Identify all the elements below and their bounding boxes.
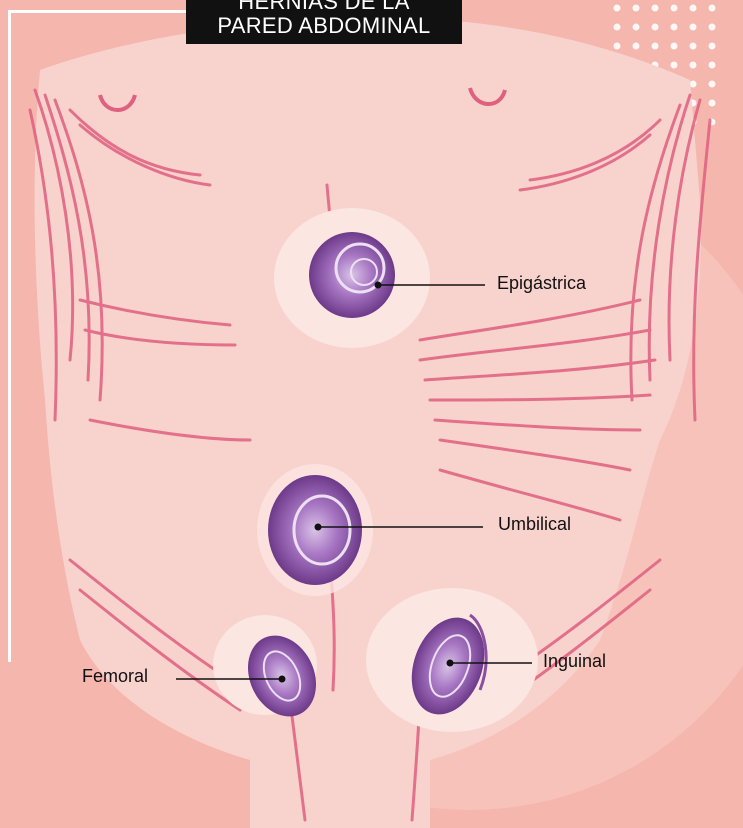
- decor-dot: [652, 43, 659, 50]
- decor-dot: [633, 24, 640, 31]
- decor-dot: [690, 43, 697, 50]
- hernia-epigastrica: [309, 232, 395, 318]
- decor-dot: [671, 43, 678, 50]
- decor-dot: [671, 24, 678, 31]
- decor-dot: [652, 24, 659, 31]
- decor-dot: [709, 100, 716, 107]
- decor-dot: [633, 43, 640, 50]
- decor-dot: [690, 5, 697, 12]
- decor-dot: [709, 43, 716, 50]
- decor-dot: [690, 24, 697, 31]
- decor-dot: [709, 62, 716, 69]
- decor-dot: [671, 62, 678, 69]
- hernia-umbilical: [268, 475, 362, 585]
- decor-dot: [671, 5, 678, 12]
- decor-dot: [633, 5, 640, 12]
- marker-epigastrica: [375, 282, 382, 289]
- decor-dot: [709, 81, 716, 88]
- decor-dot: [709, 5, 716, 12]
- decor-dot: [709, 24, 716, 31]
- marker-umbilical: [315, 524, 322, 531]
- decor-dot: [614, 43, 621, 50]
- decor-dot: [614, 5, 621, 12]
- label-epigastrica: Epigástrica: [497, 273, 586, 294]
- decor-dot: [690, 62, 697, 69]
- title-box: HERNIAS DE LA PARED ABDOMINAL: [186, 0, 462, 44]
- title-line-1: HERNIAS DE LA: [186, 0, 462, 14]
- marker-inguinal: [447, 660, 454, 667]
- decor-dot: [652, 5, 659, 12]
- decor-dot: [614, 24, 621, 31]
- marker-femoral: [279, 676, 286, 683]
- label-femoral: Femoral: [82, 666, 148, 687]
- title-line-2: PARED ABDOMINAL: [186, 14, 462, 38]
- decor-dot: [690, 81, 697, 88]
- label-inguinal: Inguinal: [543, 651, 606, 672]
- frame-top-line: [8, 10, 186, 13]
- frame-left-line: [8, 10, 11, 662]
- label-umbilical: Umbilical: [498, 514, 571, 535]
